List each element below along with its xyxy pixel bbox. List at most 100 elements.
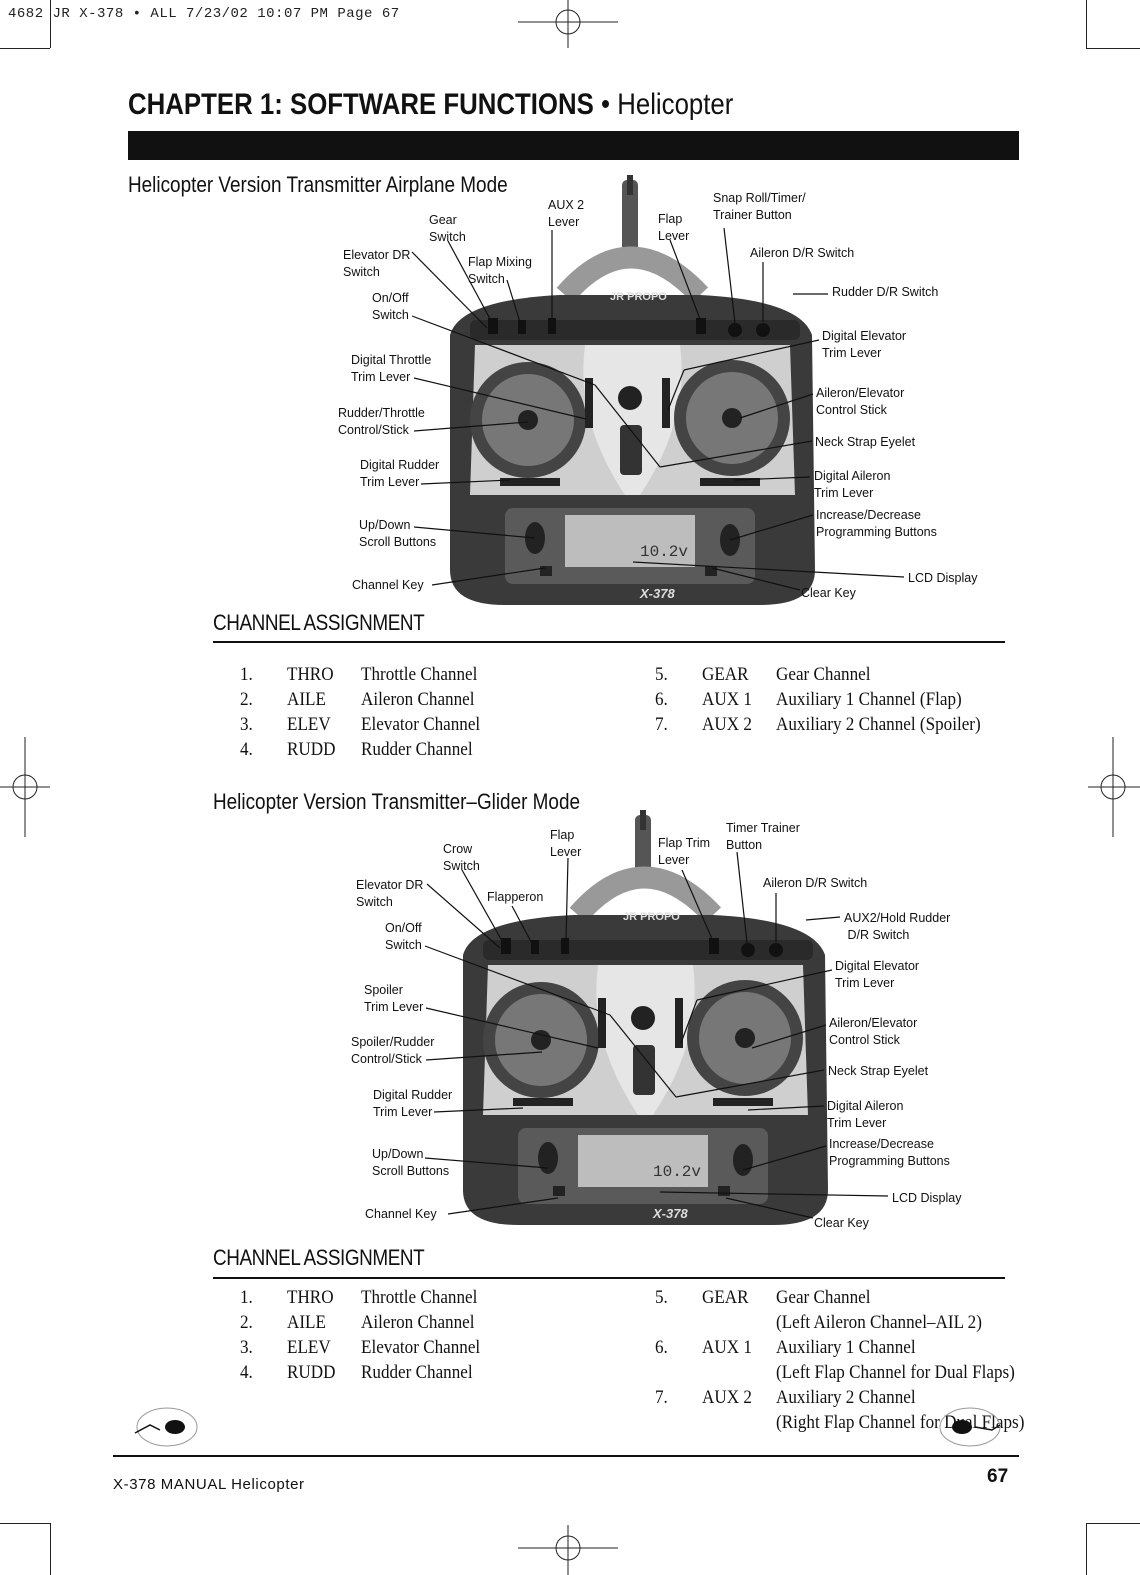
label-digital-elev-trim: Digital Elevator Trim Lever	[822, 329, 907, 360]
label-rudder-dr: Rudder D/R Switch	[832, 285, 939, 299]
label-channel-key: Channel Key	[352, 578, 424, 592]
assign2-num: 1.	[240, 1287, 253, 1308]
chapter-title: CHAPTER 1: SOFTWARE FUNCTIONS • Helicopt…	[128, 88, 733, 122]
label-digital-rudder-trim: Digital Rudder Trim Lever	[360, 458, 440, 489]
label-digital-elev-trim: Digital Elevator Trim Lever	[835, 959, 920, 990]
assign2-name: Throttle Channel	[361, 1287, 478, 1308]
label-digital-ail-trim: Digital Aileron Trim Lever	[814, 469, 891, 500]
model-1: X-378	[639, 586, 675, 601]
label-aux2-hold: AUX2/Hold Rudder D/R Switch	[844, 911, 951, 942]
assign2-name: Aileron Channel	[361, 1312, 475, 1333]
assign2-name: Auxiliary 1 Channel	[776, 1337, 916, 1358]
assign2-name: Rudder Channel	[361, 1362, 473, 1383]
assign2-code: AUX 2	[702, 1387, 752, 1408]
assign1-code: AILE	[287, 689, 326, 710]
label-digital-rudder-trim: Digital Rudder Trim Lever	[373, 1088, 453, 1119]
assign1-name: Rudder Channel	[361, 739, 473, 760]
assign1-title: CHANNEL ASSIGNMENT	[213, 610, 425, 635]
assign2-note: (Left Aileron Channel–AIL 2)	[776, 1312, 982, 1333]
assign2-code: AUX 1	[702, 1337, 752, 1358]
assign1-num: 1.	[240, 664, 253, 685]
label-up-down: Up/Down Scroll Buttons	[372, 1147, 450, 1178]
lcd-readout-1: 10.2v	[640, 543, 688, 561]
assign1-num: 6.	[655, 689, 668, 710]
label-inc-dec: Increase/Decrease Programming Buttons	[816, 508, 937, 539]
label-neck-strap: Neck Strap Eyelet	[815, 435, 916, 449]
label-spoiler-trim: Spoiler Trim Lever	[364, 983, 424, 1014]
label-spoiler-rudder-stick: Spoiler/Rudder Control/Stick	[351, 1035, 435, 1066]
chapter-title-sep: •	[593, 88, 618, 121]
assign2-code: RUDD	[287, 1362, 336, 1383]
label-snap-roll: Snap Roll/Timer/ Trainer Button	[713, 191, 806, 222]
label-aux2-lever: AUX 2 Lever	[548, 198, 585, 229]
label-digital-throttle-trim: Digital Throttle Trim Lever	[351, 353, 432, 384]
assign2-code: ELEV	[287, 1337, 331, 1358]
assign2-name: Auxiliary 2 Channel	[776, 1387, 916, 1408]
assign1-name: Aileron Channel	[361, 689, 475, 710]
brand-2: JR PROPO	[623, 911, 680, 923]
label-flap-trim: Flap Trim Lever	[658, 836, 711, 867]
assign1-name: Auxiliary 1 Channel (Flap)	[776, 689, 962, 710]
assign2-code: AILE	[287, 1312, 326, 1333]
header-bar	[128, 131, 1019, 160]
label-flap-lever: Flap Lever	[658, 212, 690, 243]
assign1-rule	[213, 641, 1005, 643]
model-2: X-378	[652, 1206, 688, 1221]
brand-1: JR PROPO	[610, 291, 667, 303]
chapter-title-bold: CHAPTER 1: SOFTWARE FUNCTIONS	[128, 88, 594, 121]
assign1-code: THRO	[287, 664, 334, 685]
label-flap-lever: Flap Lever	[550, 828, 582, 859]
label-up-down: Up/Down Scroll Buttons	[359, 518, 437, 549]
label-clear-key: Clear Key	[801, 586, 856, 600]
label-lcd: LCD Display	[892, 1191, 962, 1205]
assign2-code: THRO	[287, 1287, 334, 1308]
label-flap-mixing: Flap Mixing Switch	[468, 255, 532, 286]
label-aileron-dr: Aileron D/R Switch	[763, 876, 868, 890]
assign1-num: 5.	[655, 664, 668, 685]
assign1-code: RUDD	[287, 739, 336, 760]
label-elevator-dr: Elevator DR Switch	[343, 248, 411, 279]
assign1-code: ELEV	[287, 714, 331, 735]
label-digital-ail-trim: Digital Aileron Trim Lever	[827, 1099, 904, 1130]
label-lcd: LCD Display	[908, 571, 978, 585]
assign1-code: AUX 1	[702, 689, 752, 710]
assign1-name: Auxiliary 2 Channel (Spoiler)	[776, 714, 981, 735]
label-rudder-throttle-stick: Rudder/Throttle Control/Stick	[338, 406, 425, 437]
assign2-num: 6.	[655, 1337, 668, 1358]
label-on-off: On/Off Switch	[372, 291, 409, 322]
label-crow-switch: Crow Switch	[443, 842, 480, 873]
assign1-name: Throttle Channel	[361, 664, 478, 685]
assign2-rule	[213, 1277, 1005, 1279]
assign1-num: 3.	[240, 714, 253, 735]
assign2-code: GEAR	[702, 1287, 749, 1308]
assign1-num: 7.	[655, 714, 668, 735]
label-gear-switch: Gear Switch	[429, 213, 466, 244]
label-inc-dec: Increase/Decrease Programming Buttons	[829, 1137, 950, 1168]
assign2-name: Elevator Channel	[361, 1337, 481, 1358]
assign2-num: 4.	[240, 1362, 253, 1383]
assign2-title: CHANNEL ASSIGNMENT	[213, 1245, 425, 1270]
label-flapperon: Flapperon	[487, 890, 544, 904]
label-timer-trainer: Timer Trainer Button	[726, 821, 800, 852]
section2-title: Helicopter Version Transmitter–Glider Mo…	[213, 789, 580, 814]
assign2-num: 2.	[240, 1312, 253, 1333]
helicopter-logo-left-icon	[134, 1407, 198, 1447]
assign1-name: Gear Channel	[776, 664, 871, 685]
chapter-title-sub: Helicopter	[617, 88, 734, 121]
lcd-readout-2: 10.2v	[653, 1163, 701, 1181]
assign1-name: Elevator Channel	[361, 714, 481, 735]
printer-slug: 4682 JR X-378 • ALL 7/23/02 10:07 PM Pag…	[8, 6, 400, 22]
label-elevator-dr: Elevator DR Switch	[356, 878, 424, 909]
assign2-note: (Left Flap Channel for Dual Flaps)	[776, 1362, 1015, 1383]
label-on-off: On/Off Switch	[385, 921, 422, 952]
label-clear-key: Clear Key	[814, 1216, 869, 1230]
label-ail-elev-stick: Aileron/Elevator Control Stick	[829, 1016, 918, 1047]
helicopter-logo-right-icon	[939, 1407, 1001, 1447]
assign2-num: 7.	[655, 1387, 668, 1408]
footer-manual-title: X-378 MANUAL Helicopter	[113, 1476, 305, 1493]
assign2-num: 5.	[655, 1287, 668, 1308]
